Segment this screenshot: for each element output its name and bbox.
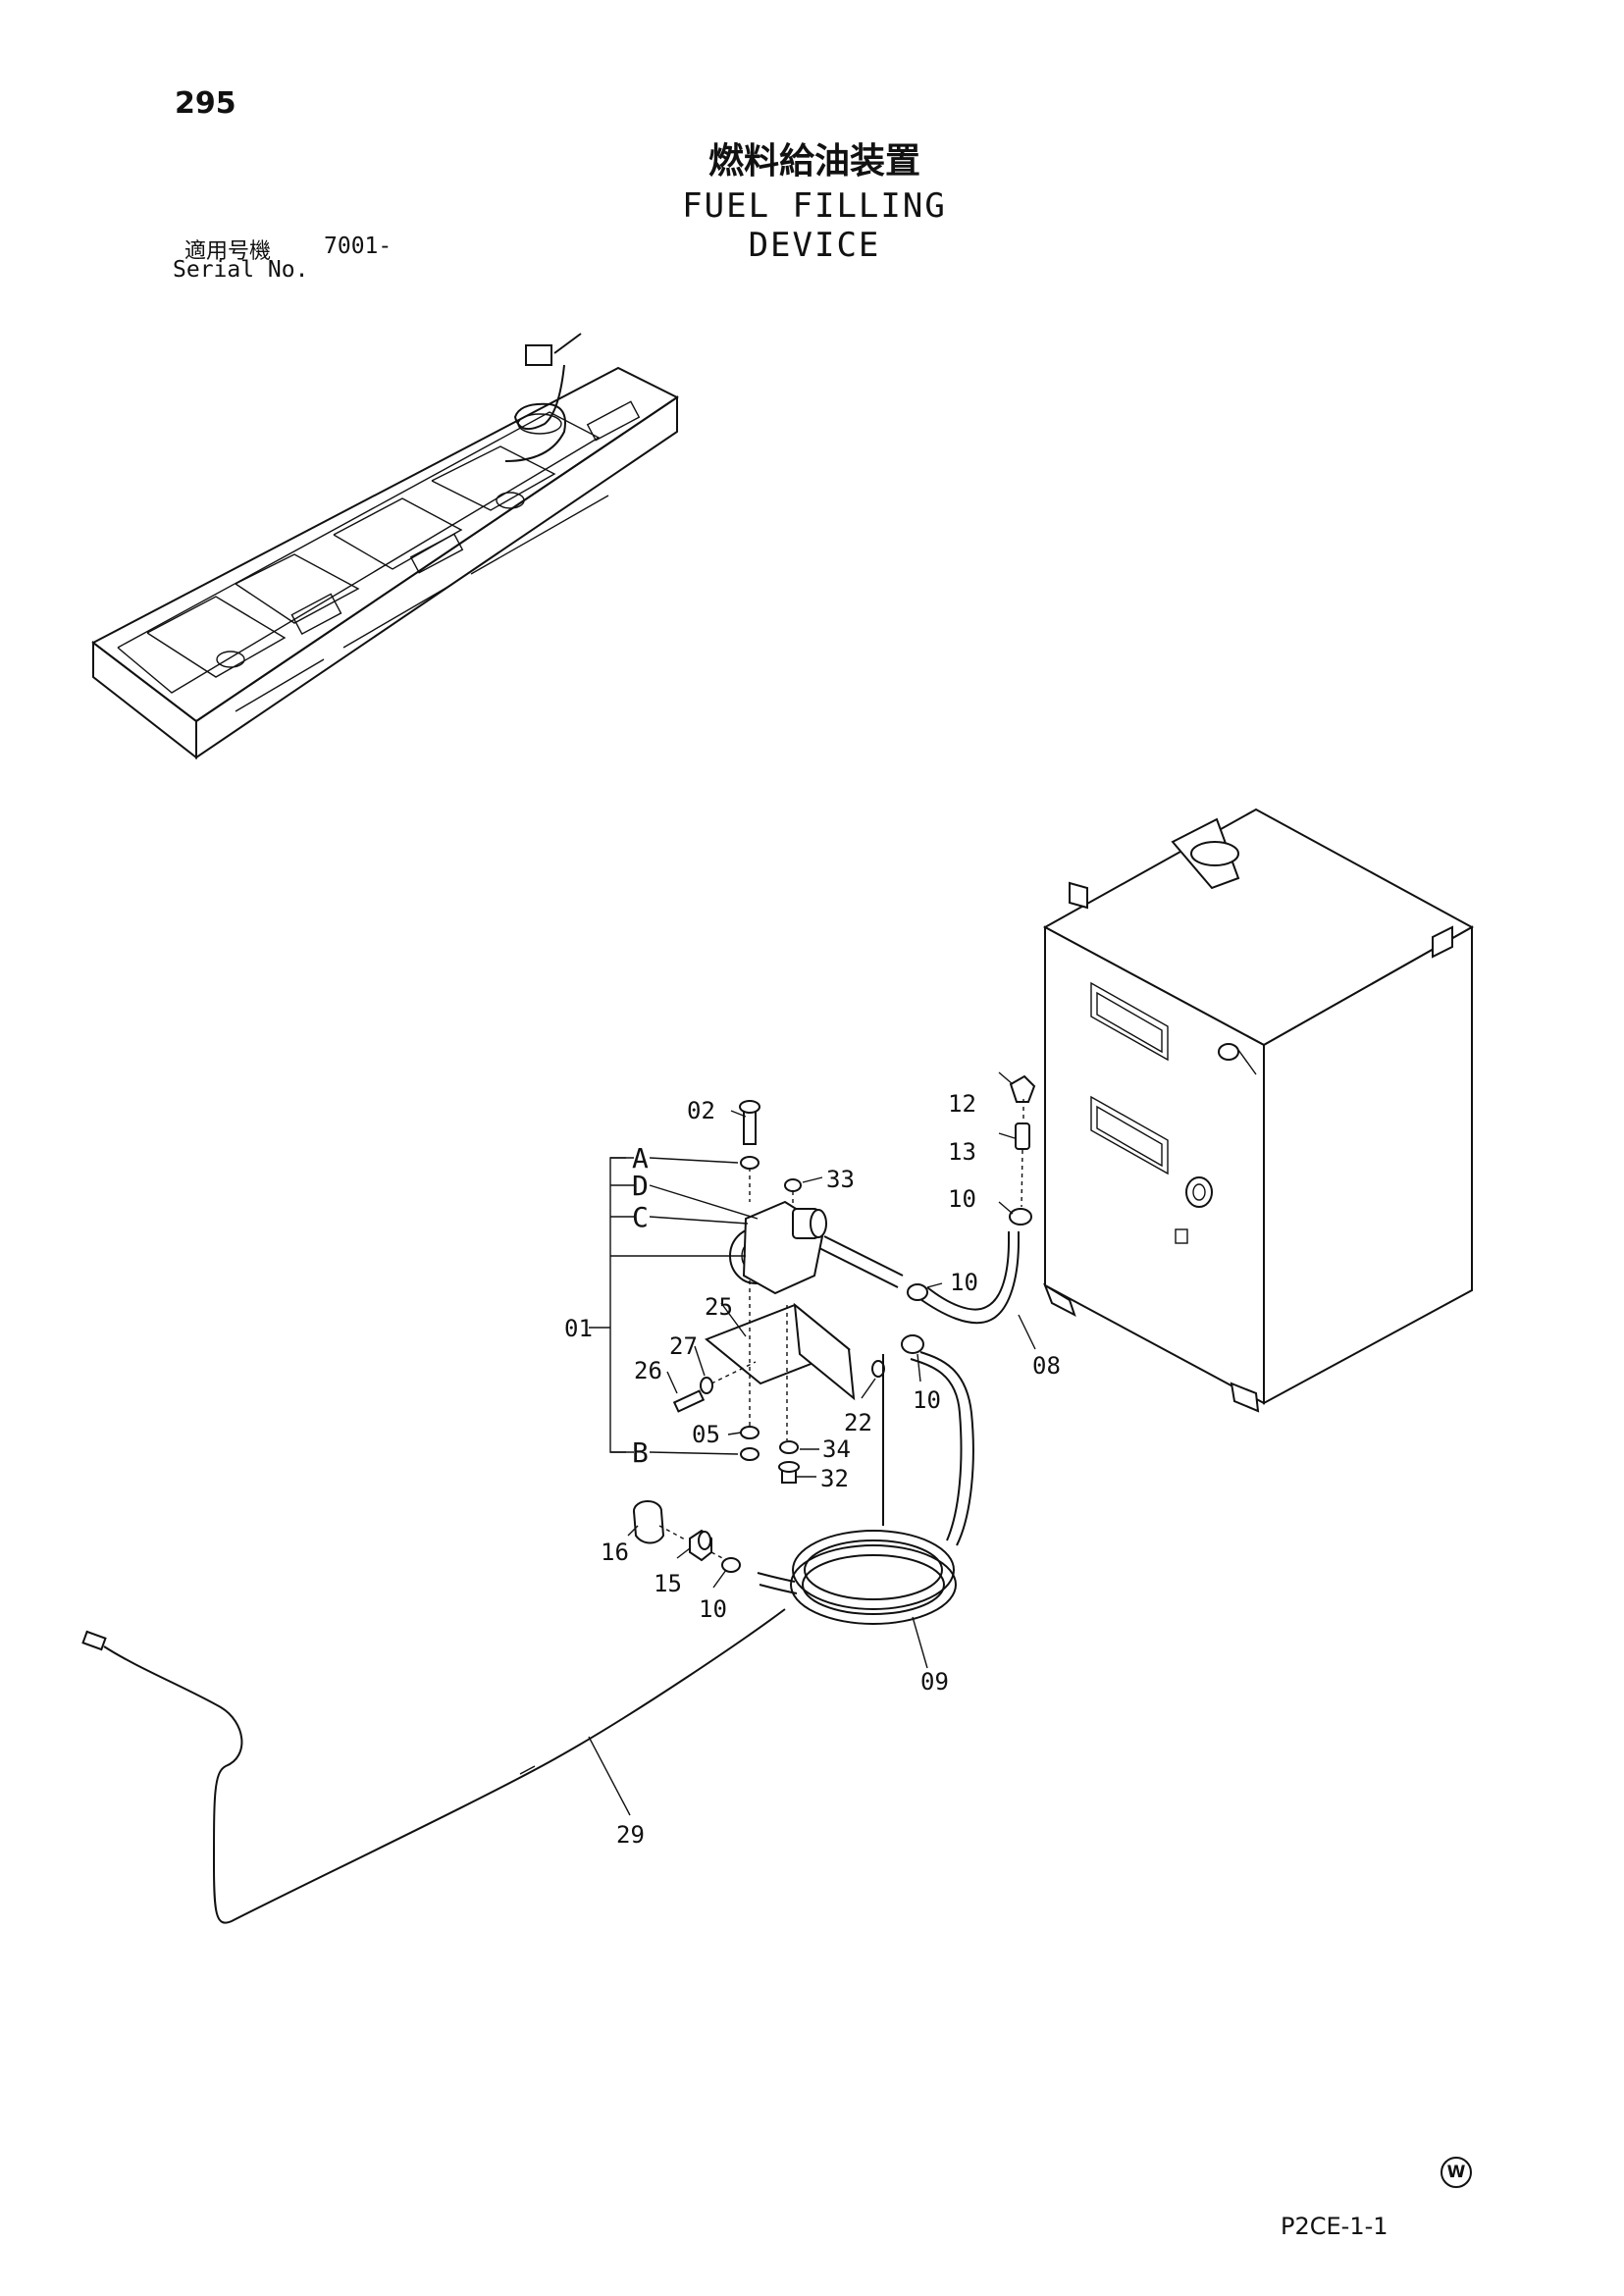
machine-frame-location-view — [91, 333, 679, 760]
callout-09: 09 — [920, 1668, 949, 1696]
callout-34: 34 — [822, 1435, 851, 1463]
callout-13: 13 — [948, 1138, 976, 1166]
hose-09-coil — [757, 1334, 974, 1625]
hose-fittings-tank-side — [1009, 1074, 1036, 1226]
callout-25: 25 — [705, 1293, 733, 1321]
callout-01: 01 — [564, 1315, 593, 1342]
fuel-pump-assembly — [672, 1100, 904, 1526]
callout-26: 26 — [634, 1357, 662, 1384]
callout-02: 02 — [687, 1097, 715, 1124]
wire-harness-29 — [81, 1608, 786, 1924]
page-number: 295 — [175, 86, 236, 121]
callout-22: 22 — [844, 1409, 872, 1436]
callout-32: 32 — [820, 1465, 849, 1492]
callout-12: 12 — [948, 1090, 976, 1118]
callout-10-nozzle: 10 — [699, 1595, 727, 1623]
manufacturer-mark: W — [1441, 2157, 1472, 2188]
callout-leader-lines — [588, 1071, 1036, 1816]
hose-clamp-10 — [907, 1283, 928, 1301]
title-english: FUEL FILLING DEVICE — [682, 186, 947, 265]
callout-05: 05 — [692, 1421, 720, 1448]
hose-08 — [917, 1231, 1020, 1325]
callout-10-hose08: 10 — [950, 1269, 978, 1296]
letter-d: D — [632, 1170, 649, 1202]
serial-label-english: Serial No. — [173, 257, 309, 283]
callout-10-tank: 10 — [948, 1185, 976, 1213]
callout-08: 08 — [1032, 1352, 1061, 1380]
callout-16: 16 — [601, 1539, 629, 1566]
assembly-01-bracket — [589, 1157, 759, 1455]
callout-labels: 02 33 12 13 10 10 08 10 25 27 26 01 05 3… — [564, 1090, 1061, 1849]
serial-label-japanese: 適用号機 — [184, 239, 272, 264]
letter-b: B — [632, 1436, 649, 1469]
nozzle-cap-and-fittings — [633, 1500, 741, 1573]
fuel-tank — [1042, 808, 1475, 1413]
callout-15: 15 — [654, 1570, 682, 1597]
callout-33: 33 — [826, 1166, 855, 1193]
serial-number-range: 7001- — [324, 234, 393, 259]
letter-a: A — [632, 1142, 649, 1174]
callout-10-hose09: 10 — [913, 1386, 941, 1414]
page-code: P2CE-1-1 — [1281, 2213, 1388, 2240]
callout-29: 29 — [616, 1821, 645, 1849]
title-japanese: 燃料給油装置 — [707, 141, 920, 182]
callout-27: 27 — [669, 1332, 698, 1360]
letter-c: C — [632, 1201, 649, 1233]
